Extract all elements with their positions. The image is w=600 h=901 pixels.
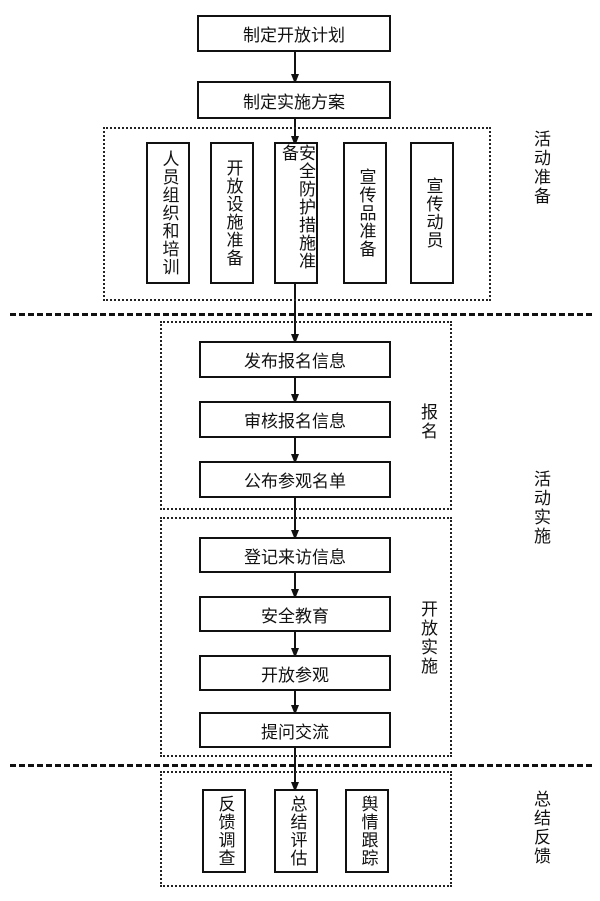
section-label-prep: 活动准备 (530, 130, 550, 206)
task-staff-training: 人员组织和培训 (146, 142, 190, 284)
task-summary-evaluation-label: 总结评估 (286, 795, 307, 867)
task-summary-evaluation: 总结评估 (274, 789, 318, 873)
step-publish-registration: 发布报名信息 (199, 341, 391, 378)
task-opinion-tracking-label: 舆情跟踪 (357, 795, 378, 867)
step-register-visitor-info: 登记来访信息 (199, 537, 391, 573)
task-publicity-materials-label: 宣传品准备 (355, 168, 376, 258)
section-label-feedback: 总结反馈 (530, 790, 550, 866)
step-safety-education: 安全教育 (199, 596, 391, 632)
section-label-implementation: 活动实施 (530, 470, 550, 546)
prep-tasks-group (103, 127, 491, 301)
registration-group (160, 321, 452, 510)
separator-1 (10, 313, 592, 316)
opening-group (160, 517, 452, 757)
task-mobilization-label: 宣传动员 (422, 177, 443, 249)
task-publicity-materials: 宣传品准备 (343, 142, 387, 284)
step-qa-exchange: 提问交流 (199, 712, 391, 748)
step-open-visit: 开放参观 (199, 655, 391, 691)
feedback-group (160, 771, 452, 887)
section-label-registration: 报名 (417, 403, 437, 441)
task-feedback-survey: 反馈调查 (202, 789, 246, 873)
step-publish-visitor-list: 公布参观名单 (199, 461, 391, 498)
task-safety-measures: 安全防护措施准备 (274, 142, 318, 284)
step-make-plan: 制定开放计划 (197, 15, 391, 52)
step-review-registration: 审核报名信息 (199, 401, 391, 438)
task-safety-measures-label: 安全防护措施准备 (278, 144, 315, 270)
task-facility-prep: 开放设施准备 (210, 142, 254, 284)
task-facility-prep-label: 开放设施准备 (222, 159, 243, 267)
task-opinion-tracking: 舆情跟踪 (345, 789, 389, 873)
separator-2 (10, 764, 592, 767)
section-label-opening: 开放实施 (417, 600, 437, 676)
step-make-scheme: 制定实施方案 (197, 81, 391, 119)
task-mobilization: 宣传动员 (410, 142, 454, 284)
task-staff-training-label: 人员组织和培训 (158, 150, 179, 276)
task-feedback-survey-label: 反馈调查 (214, 795, 235, 867)
